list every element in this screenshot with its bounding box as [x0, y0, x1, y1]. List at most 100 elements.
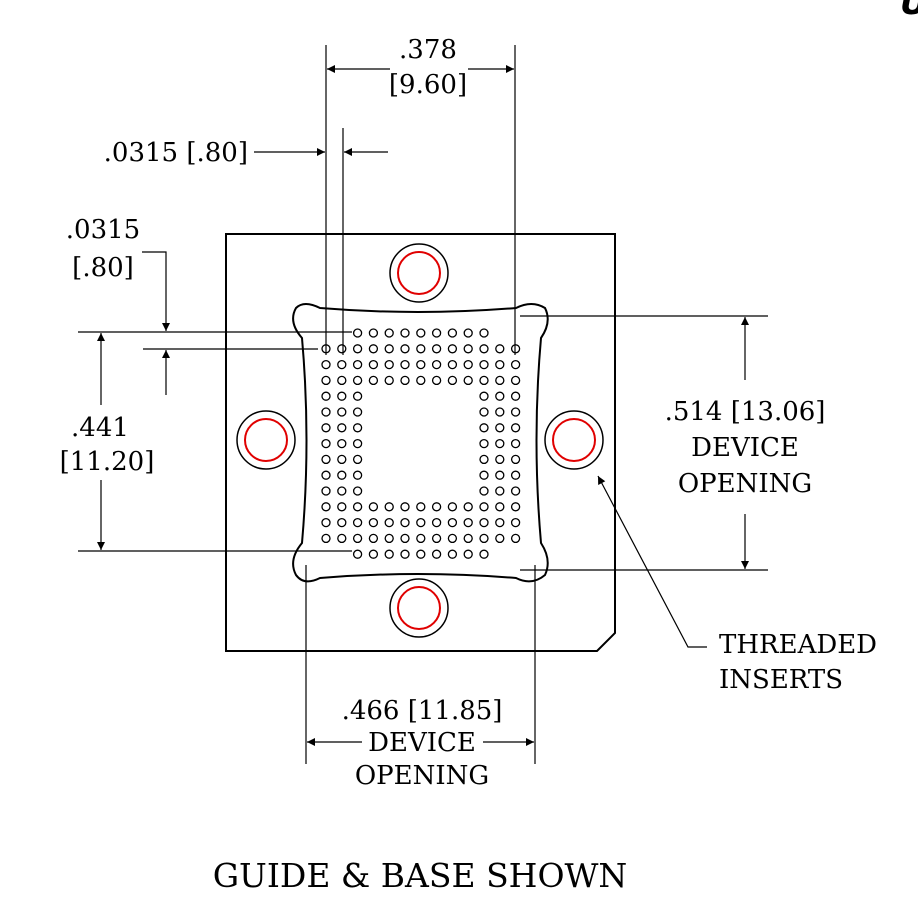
corner-mark: U — [900, 0, 918, 23]
ball-pad — [416, 328, 426, 338]
ball-pad — [479, 502, 489, 512]
ball-pad — [352, 359, 363, 370]
ball-pad — [495, 344, 505, 354]
dim-pitch-left-mm: [11.20] — [60, 447, 155, 477]
ball-pad — [431, 549, 442, 559]
ball-pad — [368, 517, 379, 528]
ball-pad — [463, 375, 473, 386]
ball-pad — [321, 533, 331, 544]
ball-pad — [431, 375, 442, 386]
ball-pad — [337, 391, 347, 401]
extension-lines — [78, 45, 768, 764]
device-guide — [292, 303, 549, 583]
ball-pad — [447, 533, 458, 544]
ball-pad — [352, 454, 363, 465]
dim-opening-right-value: .514 [13.06] — [665, 397, 826, 427]
ball-pad — [368, 533, 379, 544]
ball-pad — [352, 438, 363, 449]
ball-pad — [479, 454, 489, 465]
ball-pad — [321, 470, 331, 480]
ball-pad — [479, 344, 489, 354]
ball-pad — [337, 486, 347, 496]
ball-pad — [510, 533, 521, 544]
ball-pad — [384, 375, 394, 386]
ball-pad — [463, 533, 473, 544]
ball-pad — [463, 549, 473, 559]
dim-offset-top: .0315 [.80] — [104, 138, 248, 168]
dim-opening-bottom-label-1: DEVICE — [368, 728, 476, 758]
ball-pad — [337, 438, 347, 449]
ball-pad — [321, 407, 331, 417]
ball-pad — [479, 470, 489, 480]
dimension-offset-top: .0315 [.80] — [104, 138, 388, 168]
ball-pad — [368, 344, 379, 354]
ball-pad — [384, 359, 394, 370]
ball-pad — [510, 359, 521, 370]
ball-pad — [384, 549, 394, 559]
ball-pad — [352, 517, 363, 528]
ball-pad — [416, 502, 426, 512]
ball-pad — [400, 533, 410, 544]
ball-pad — [352, 375, 363, 386]
ball-pad — [337, 407, 347, 417]
ball-pad — [495, 359, 505, 370]
ball-pad — [352, 391, 363, 401]
ball-pad — [463, 359, 473, 370]
ball-pad — [416, 375, 426, 386]
ball-pad — [384, 502, 394, 512]
ball-pad — [495, 438, 505, 449]
ball-pad — [479, 486, 489, 496]
ball-pad — [447, 517, 458, 528]
ball-pad — [495, 423, 505, 433]
ball-pad — [447, 344, 458, 354]
base-plate — [225, 233, 616, 652]
ball-pad — [400, 375, 410, 386]
ball-pad — [416, 344, 426, 354]
ball-pad — [447, 502, 458, 512]
threaded-insert-left — [236, 410, 296, 470]
dim-opening-bottom-value: .466 [11.85] — [342, 696, 503, 726]
ball-pad — [352, 533, 363, 544]
ball-pad — [510, 375, 521, 386]
ball-pad — [337, 533, 347, 544]
ball-pad — [416, 359, 426, 370]
ball-pad — [510, 454, 521, 465]
ball-pad — [416, 549, 426, 559]
ball-pad — [431, 359, 442, 370]
ball-pad — [321, 423, 331, 433]
ball-pad — [384, 328, 394, 338]
dim-pitch-top-mm: [9.60] — [389, 70, 467, 100]
dim-opening-right-label-2: OPENING — [678, 469, 812, 499]
ball-pad — [431, 328, 442, 338]
ball-pad — [337, 454, 347, 465]
dimension-opening-bottom: .466 [11.85] DEVICE OPENING — [307, 696, 534, 791]
ball-pad — [384, 533, 394, 544]
ball-pad — [337, 502, 347, 512]
ball-pad — [463, 517, 473, 528]
ball-pad — [510, 486, 521, 496]
ball-pad — [321, 391, 331, 401]
ball-pad — [400, 328, 410, 338]
ball-pad — [431, 517, 442, 528]
callout-label-2: INSERTS — [719, 665, 843, 695]
ball-pad — [368, 502, 379, 512]
ball-pad — [510, 502, 521, 512]
ball-pad — [495, 517, 505, 528]
ball-pad — [479, 438, 489, 449]
ball-pad — [400, 502, 410, 512]
ball-pad — [400, 359, 410, 370]
ball-pad — [400, 344, 410, 354]
ball-pad — [495, 470, 505, 480]
ball-pad — [321, 517, 331, 528]
ball-pad — [479, 375, 489, 386]
dim-pitch-left-in: .441 — [71, 413, 129, 443]
dim-offset-left-mm: [.80] — [72, 253, 134, 283]
ball-pad — [352, 502, 363, 512]
ball-pad — [337, 359, 347, 370]
dim-offset-left-in: .0315 — [66, 215, 140, 245]
ball-pad — [479, 407, 489, 417]
ball-pad — [400, 517, 410, 528]
ball-pad — [384, 517, 394, 528]
ball-pad — [368, 359, 379, 370]
ball-pad — [337, 375, 347, 386]
